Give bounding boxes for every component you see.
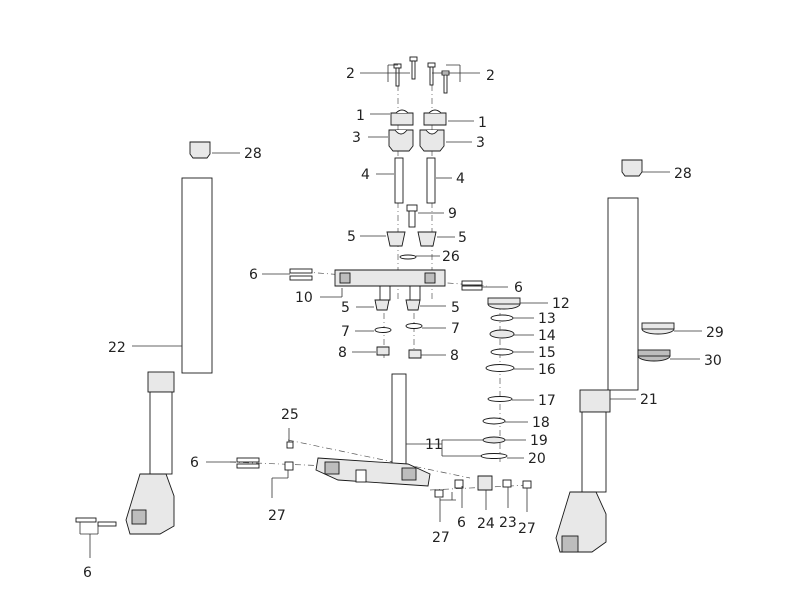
callout-label: 28 <box>674 166 692 182</box>
top-bolts-2 <box>393 56 450 94</box>
callout-label: 1 <box>356 108 365 124</box>
clamp-24-bolts-23-27 <box>477 475 532 491</box>
right-fork-21 <box>555 159 643 553</box>
callout-label: 6 <box>249 267 258 283</box>
callout-label: 23 <box>499 515 517 531</box>
callout-label: 18 <box>532 415 550 431</box>
callout-label: 7 <box>451 321 460 337</box>
callout-label: 19 <box>530 433 548 449</box>
callout-label: 22 <box>108 340 126 356</box>
callout-label: 4 <box>361 167 370 183</box>
callout-labels: 2 2 1 1 3 3 4 4 9 5 5 26 6 6 10 12 5 5 1… <box>83 66 724 581</box>
top-bridge-10 <box>334 269 446 301</box>
callout-label: 5 <box>451 300 460 316</box>
callout-label: 13 <box>538 311 556 327</box>
callout-label: 4 <box>456 171 465 187</box>
studs-4 <box>394 157 436 204</box>
callout-label: 5 <box>458 230 467 246</box>
callout-label: 3 <box>476 135 485 151</box>
bushings-5-upper <box>386 231 437 247</box>
callout-label: 3 <box>352 130 361 146</box>
callout-label: 16 <box>538 362 556 378</box>
callout-label: 21 <box>640 392 658 408</box>
callout-label: 26 <box>442 249 460 265</box>
axle-bolts-6-left <box>75 517 117 527</box>
seals-29-30 <box>637 322 675 362</box>
bottom-bolts-6 <box>236 441 464 498</box>
handlebar-clamp-upper-1 <box>390 109 447 126</box>
callout-label: 9 <box>448 206 457 222</box>
callout-label: 8 <box>338 345 347 361</box>
callout-label: 5 <box>341 300 350 316</box>
callout-label: 30 <box>704 353 722 369</box>
callout-label: 29 <box>706 325 724 341</box>
nuts-8 <box>376 346 422 359</box>
steering-bearings-12-20 <box>480 297 521 459</box>
leader-lines <box>79 64 702 558</box>
callout-label: 14 <box>538 328 556 344</box>
callout-label: 5 <box>347 229 356 245</box>
steering-stem-11 <box>391 373 407 470</box>
washers-7 <box>374 323 423 333</box>
callout-label: 17 <box>538 393 556 409</box>
callout-label: 28 <box>244 146 262 162</box>
pinch-bolts-6-top <box>289 268 483 291</box>
callout-label: 25 <box>281 407 299 423</box>
bolt-9 <box>406 204 418 228</box>
callout-label: 6 <box>514 280 523 296</box>
callout-label: 2 <box>486 68 495 84</box>
callout-label: 8 <box>450 348 459 364</box>
callout-label: 10 <box>295 290 313 306</box>
callout-label: 2 <box>346 66 355 82</box>
callout-label: 27 <box>268 508 286 524</box>
callout-label: 7 <box>341 324 350 340</box>
left-fork-22 <box>125 141 213 535</box>
callout-label: 27 <box>518 521 536 537</box>
callout-label: 24 <box>477 516 495 532</box>
handlebar-clamp-lower-3 <box>388 129 445 152</box>
callout-label: 27 <box>432 530 450 546</box>
callout-label: 20 <box>528 451 546 467</box>
bottom-bridge <box>315 457 431 487</box>
callout-label: 12 <box>552 296 570 312</box>
callout-label: 6 <box>190 455 199 471</box>
callout-label: 6 <box>457 515 466 531</box>
callout-label: 11 <box>425 437 443 453</box>
callout-label: 1 <box>478 115 487 131</box>
callout-label: 6 <box>83 565 92 581</box>
oring-26 <box>399 254 417 260</box>
callout-label: 15 <box>538 345 556 361</box>
bushings-5-lower <box>374 299 421 311</box>
